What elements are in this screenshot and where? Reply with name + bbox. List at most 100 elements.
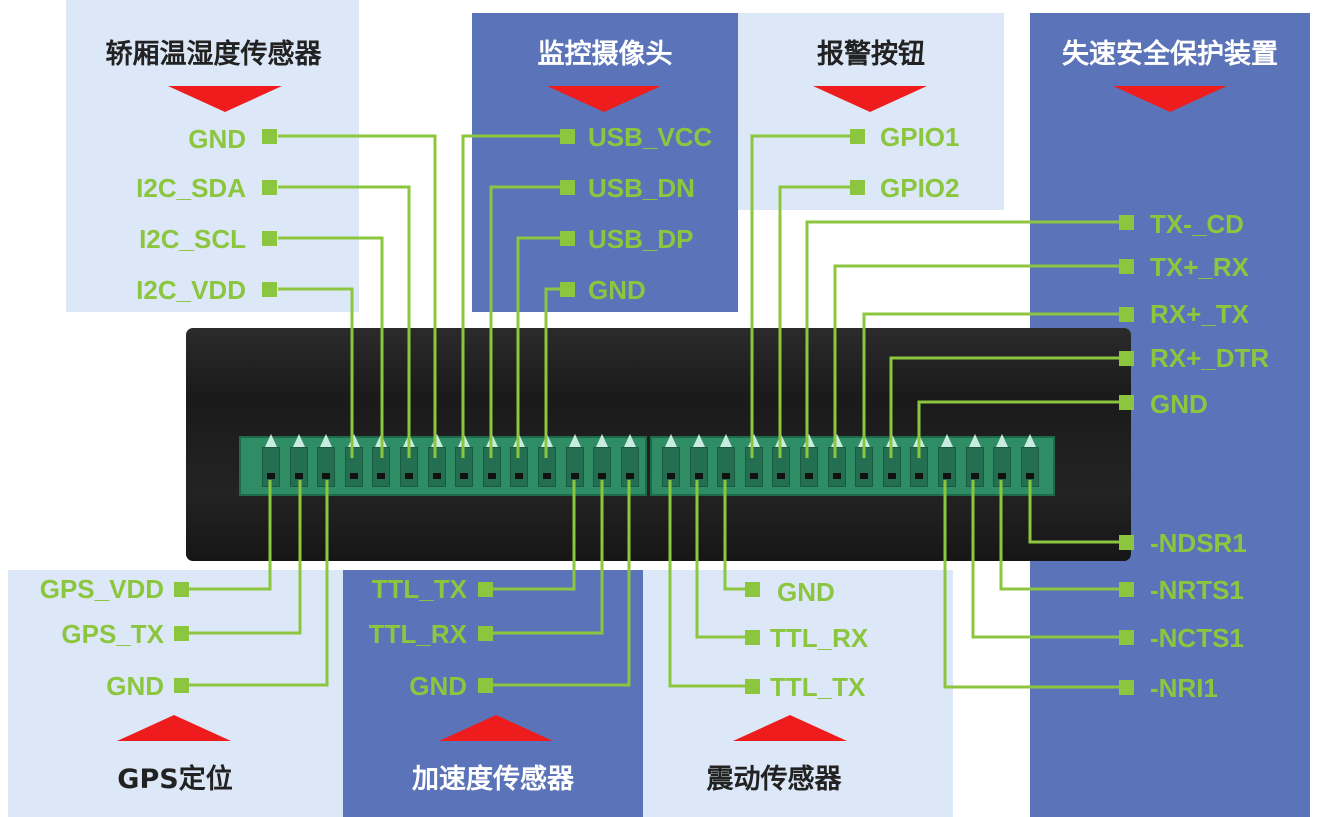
os-ndsr1-connector-icon (1119, 535, 1134, 550)
gps-pin-tx: GPS_TX (61, 619, 164, 649)
os-pin-gnd: GND (1150, 389, 1208, 419)
os-pin-ncts1: -NCTS1 (1150, 623, 1244, 653)
wire-vib-tx (668, 480, 750, 688)
camera-pin-gnd: GND (588, 275, 646, 305)
wire-acc-tx (490, 480, 576, 591)
wire-os-rxtx (862, 312, 1125, 458)
cabin-pin-sda: I2C_SDA (136, 173, 246, 203)
wire-camera-vcc (461, 134, 562, 458)
wire-alarm-gpio1 (750, 134, 855, 458)
cabin-sda-connector-icon (262, 180, 277, 195)
overspeed-protection-title: 失速安全保护装置 (1062, 39, 1278, 70)
os-pin-txrx: TX+_RX (1150, 252, 1249, 282)
camera-dn-connector-icon (560, 180, 575, 195)
wire-camera-gnd (544, 287, 562, 458)
acc-pin-tx: TTL_TX (371, 574, 467, 604)
alarm-button-arrow-icon (813, 86, 927, 112)
wire-alarm-gpio2 (778, 185, 855, 458)
terminal-pin (317, 434, 336, 487)
camera-title: 监控摄像头 (537, 39, 673, 70)
overspeed-arrow-icon (1113, 86, 1227, 112)
gps-title: GPS定位 (117, 764, 233, 795)
terminal-pin (565, 434, 584, 487)
vib-pin-tx: TTL_TX (770, 672, 866, 702)
os-nri1-connector-icon (1119, 680, 1134, 695)
wire-os-nrts1 (999, 480, 1125, 591)
vib-pin-gnd: GND (777, 577, 835, 607)
wire-camera-dp (516, 236, 562, 458)
os-rxtx-connector-icon (1119, 307, 1134, 322)
wire-camera-dn (489, 185, 562, 458)
terminal-pin (482, 434, 501, 487)
vib-gnd-connector-icon (745, 582, 760, 597)
alarm-gpio2-connector-icon (850, 180, 865, 195)
gps-arrow-icon (117, 715, 231, 741)
wire-gps-vdd (188, 480, 272, 591)
terminal-pin (344, 434, 363, 487)
terminal-pin (510, 434, 529, 487)
terminal-pin (717, 434, 736, 487)
terminal-pin (689, 434, 708, 487)
alarm-pin-gpio1: GPIO1 (880, 122, 960, 152)
terminal-pin (455, 434, 474, 487)
terminal-pin (538, 434, 556, 487)
acc-pin-rx: TTL_RX (368, 619, 467, 649)
camera-pin-dp: USB_DP (588, 224, 694, 254)
wire-os-rxdtr (889, 356, 1125, 458)
wire-cabin-gnd (278, 134, 437, 458)
camera-vcc-connector-icon (560, 129, 575, 144)
wire-cabin-sda (278, 185, 411, 458)
gps-panel (8, 570, 343, 817)
wire-os-gnd (917, 400, 1125, 458)
acc-rx-connector-icon (478, 626, 493, 641)
wire-os-txrx (833, 264, 1125, 458)
accelerometer-title: 加速度传感器 (412, 764, 574, 795)
wire-os-nri1 (943, 480, 1125, 689)
terminal-pin (965, 434, 984, 487)
wire-cabin-vdd (278, 287, 354, 458)
cabin-gnd-connector-icon (262, 129, 277, 144)
os-pin-rxtx: RX+_TX (1150, 299, 1249, 329)
terminal-pin (827, 434, 846, 487)
camera-panel (472, 13, 738, 312)
alarm-pin-gpio2: GPIO2 (880, 173, 960, 203)
terminal-pin (593, 434, 612, 487)
alarm-gpio1-connector-icon (850, 129, 865, 144)
wire-vib-gnd (723, 480, 750, 591)
terminal-pin (855, 434, 874, 487)
terminal-pin (772, 434, 791, 487)
cabin-pin-gnd: GND (188, 124, 246, 154)
camera-pin-dn: USB_DN (588, 173, 695, 203)
acc-tx-connector-icon (478, 582, 493, 597)
wire-cabin-scl (278, 236, 384, 458)
camera-pin-vcc: USB_VCC (588, 122, 713, 152)
alarm-button-title: 报警按钮 (817, 39, 925, 70)
wire-os-txcd (805, 220, 1125, 458)
os-ncts1-connector-icon (1119, 630, 1134, 645)
os-nrts1-connector-icon (1119, 582, 1134, 597)
terminal-pin (1020, 434, 1039, 487)
terminal-pin (289, 434, 308, 487)
accelerometer-arrow-icon (439, 715, 553, 741)
vib-pin-rx: TTL_RX (770, 623, 869, 653)
wire-gps-gnd (188, 480, 329, 687)
os-pin-txcd: TX-_CD (1150, 209, 1244, 239)
wire-os-ndsr1 (1028, 480, 1125, 544)
os-pin-nrts1: -NRTS1 (1150, 575, 1244, 605)
wire-os-ncts1 (971, 480, 1125, 639)
vibration-sensor-title: 震动传感器 (706, 764, 842, 795)
cabin-sensor-panel (66, 0, 359, 312)
gps-vdd-connector-icon (174, 582, 189, 597)
acc-pin-gnd: GND (409, 671, 467, 701)
acc-gnd-connector-icon (478, 678, 493, 693)
gps-pin-gnd: GND (106, 671, 164, 701)
camera-arrow-icon (547, 86, 661, 112)
vib-rx-connector-icon (745, 630, 760, 645)
accelerometer-panel (343, 570, 643, 817)
os-txrx-connector-icon (1119, 259, 1134, 274)
cabin-sensor-arrow-icon (168, 86, 282, 112)
vibration-sensor-panel (643, 570, 953, 817)
terminal-pin (938, 434, 956, 487)
wire-vib-rx (695, 480, 750, 639)
